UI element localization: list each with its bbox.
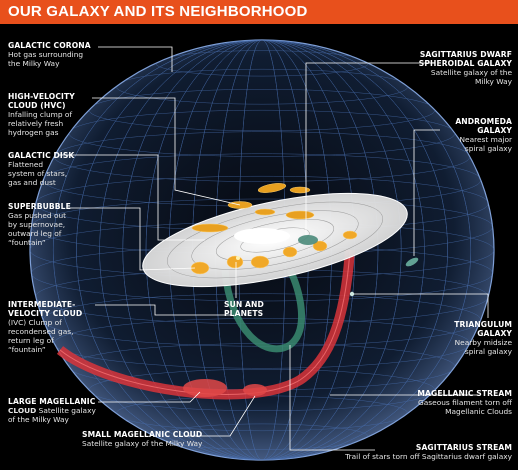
label-sagittarius-stream: SAGITTARIUS STREAM Trail of stars torn o… — [345, 443, 512, 461]
leader-andromeda — [413, 129, 440, 256]
title-bar: OUR GALAXY AND ITS NEIGHBORHOOD — [0, 0, 518, 24]
sagittarius-dwarf — [298, 235, 318, 245]
leader-ivc — [95, 304, 232, 316]
andromeda-galaxy — [405, 257, 419, 267]
label-smc: SMALL MAGELLANIC CLOUD Satellite galaxy … — [82, 430, 203, 448]
label-ivc: INTERMEDIATE- VELOCITY CLOUD (IVC) Clump… — [8, 300, 83, 354]
label-sun-and-planets: SUN AND PLANETS — [224, 300, 264, 318]
small-magellanic-cloud — [243, 384, 267, 396]
leader-sag-dwarf — [305, 62, 432, 235]
leader-superbubble — [68, 207, 196, 271]
diagram-title: OUR GALAXY AND ITS NEIGHBORHOOD — [8, 3, 308, 20]
leader-hvc — [92, 97, 241, 206]
hvc-clouds — [191, 183, 315, 233]
galactic-bulge — [234, 228, 290, 244]
leader-lines — [58, 46, 489, 451]
triangulum-galaxy — [349, 291, 355, 297]
label-sagittarius-dwarf: SAGITTARIUS DWARF SPHEROIDAL GALAXY Sate… — [418, 50, 512, 86]
leader-smc — [186, 395, 256, 437]
label-andromeda: ANDROMEDA GALAXY Nearest major spiral ga… — [455, 117, 512, 153]
leader-corona — [98, 46, 173, 72]
sun-marker — [236, 256, 240, 260]
leader-disk — [58, 154, 205, 241]
large-magellanic-cloud — [183, 379, 227, 397]
label-galactic-corona: GALACTIC CORONA Hot gas surrounding the … — [8, 41, 91, 68]
leader-sagittarius-stream — [289, 345, 375, 451]
label-lmc: LARGE MAGELLANIC CLOUD Satellite galaxy … — [8, 397, 96, 424]
label-magellanic-stream: MAGELLANIC STREAM Gaseous filament torn … — [417, 389, 512, 416]
leader-lmc — [98, 391, 201, 403]
leader-triangulum — [354, 293, 489, 318]
label-triangulum: TRIANGULUM GALAXY Nearby midsize spiral … — [454, 320, 512, 356]
label-superbubble: SUPERBUBBLE Gas pushed out by supernovae… — [8, 202, 71, 247]
label-galactic-disk: GALACTIC DISK Flattened system of stars,… — [8, 151, 75, 187]
label-hvc: HIGH-VELOCITY CLOUD (HVC) Infalling clum… — [8, 92, 75, 137]
